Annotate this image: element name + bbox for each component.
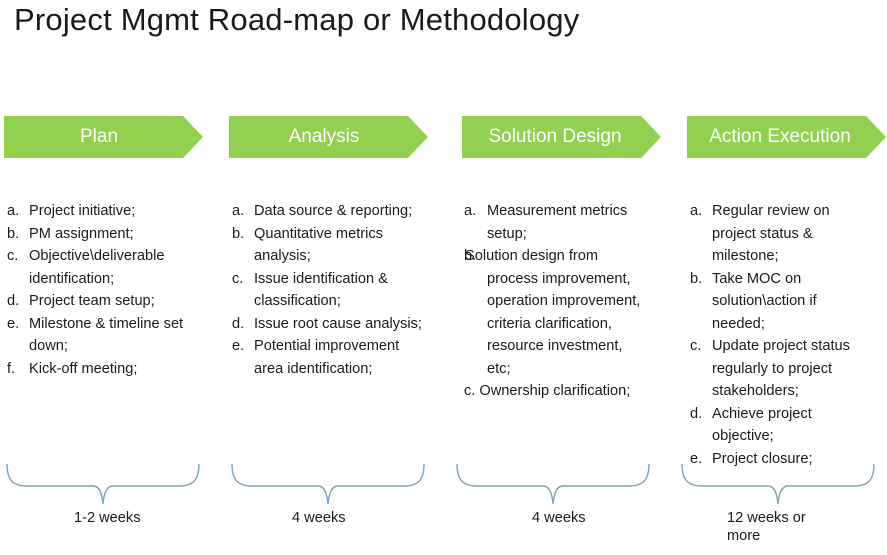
chevron-arrow-icon xyxy=(4,116,203,158)
phase-plan-arrow: Plan xyxy=(4,116,203,158)
phase-solution-design-arrow: Solution Design xyxy=(462,116,661,158)
brace-icon xyxy=(231,463,425,505)
brace-icon xyxy=(681,463,875,505)
task-item: a.Data source & reporting; xyxy=(232,203,413,219)
task-item: c.Objective\deliverable identification; xyxy=(7,248,165,287)
page-title: Project Mgmt Road-map or Methodology xyxy=(14,2,580,37)
task-item: a.Measurement metrics setup; xyxy=(464,203,628,242)
phase-plan-tasks: a.Project initiative; b.PM assignment; c… xyxy=(7,200,215,380)
phase-duration: 4 weeks xyxy=(292,510,346,526)
task-item: b.Solution design from process improveme… xyxy=(464,248,641,377)
task-item: d.Issue root cause analysis; xyxy=(232,315,422,332)
task-item: b.Take MOC on solution\action if needed; xyxy=(690,270,817,332)
task-item: f.Kick-off meeting; xyxy=(7,360,138,377)
phase-label: Action Execution xyxy=(709,126,851,147)
task-item: c. Ownership clarification; xyxy=(464,383,631,399)
task-item: c.Issue identification & classification; xyxy=(232,270,388,310)
task-item: a.Regular review on project status & mil… xyxy=(690,203,830,264)
phase-label: Analysis xyxy=(288,126,360,147)
task-item: b.Quantitative metrics analysis; xyxy=(232,225,383,265)
phase-duration: 4 weeks xyxy=(532,510,586,526)
phase-solution-design-tasks: a.Measurement metrics setup; b.Solution … xyxy=(464,200,664,403)
chevron-arrow-icon xyxy=(462,116,661,158)
task-item: e.Project closure; xyxy=(690,450,813,467)
brace-icon xyxy=(6,463,200,505)
task-item: d.Project team setup; xyxy=(7,293,155,309)
task-item: e.Milestone & timeline set down; xyxy=(7,315,184,355)
phase-duration: 12 weeks or more xyxy=(727,510,806,544)
phase-label: Plan xyxy=(79,126,119,147)
task-item: a.Project initiative; xyxy=(7,203,136,219)
phase-analysis-arrow: Analysis xyxy=(229,116,428,158)
chevron-arrow-icon xyxy=(687,116,886,158)
task-item: d.Achieve project objective; xyxy=(690,405,812,445)
chevron-arrow-icon xyxy=(229,116,428,158)
task-item: b.PM assignment; xyxy=(7,225,134,242)
brace-icon xyxy=(456,463,650,505)
task-item: e.Potential improvement area identificat… xyxy=(232,338,400,377)
task-item: c.Update project status regularly to pro… xyxy=(690,338,850,399)
phase-duration: 1-2 weeks xyxy=(74,510,141,526)
phase-analysis-tasks: a.Data source & reporting; b.Quantitativ… xyxy=(232,200,442,380)
phase-action-execution-tasks: a.Regular review on project status & mil… xyxy=(690,200,882,470)
phase-label: Solution Design xyxy=(488,126,622,147)
phase-action-execution-arrow: Action Execution xyxy=(687,116,886,158)
